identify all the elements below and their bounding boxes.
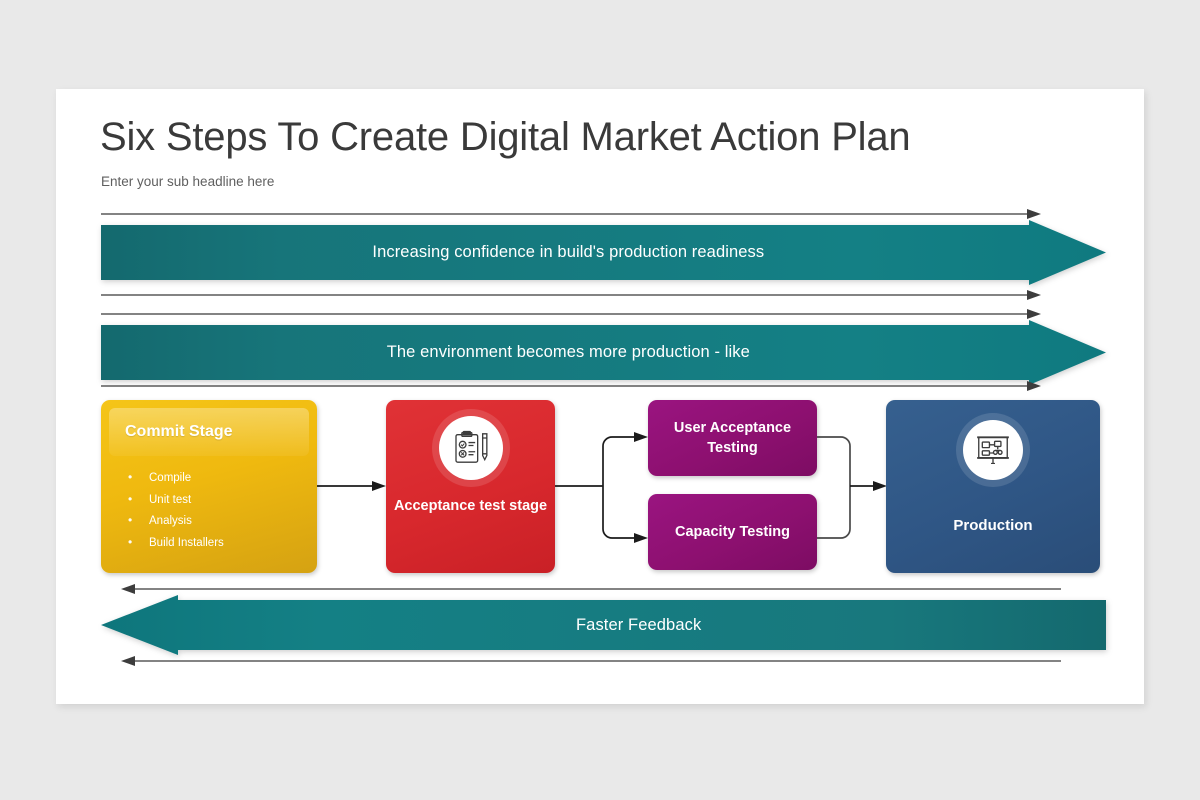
stage-card-capacity-testing[interactable]: Capacity Testing bbox=[648, 494, 817, 570]
stage-card-commit[interactable]: Commit Stage Compile Unit test Analysis … bbox=[101, 400, 317, 573]
presentation-board-flowchart-icon bbox=[963, 420, 1023, 480]
band-label: Faster Feedback bbox=[576, 615, 702, 634]
thin-arrow-mid-2 bbox=[101, 308, 1041, 320]
list-item: Compile bbox=[123, 467, 224, 490]
list-item: Unit test bbox=[123, 489, 224, 512]
band-environment-production-like: The environment becomes more production … bbox=[101, 320, 1106, 385]
page-title: Six Steps To Create Digital Market Actio… bbox=[100, 115, 911, 159]
commit-bullet-list: Compile Unit test Analysis Build Install… bbox=[123, 467, 224, 555]
band-label: The environment becomes more production … bbox=[386, 343, 750, 361]
acceptance-label: Acceptance test stage bbox=[393, 498, 548, 514]
band-increasing-confidence: Increasing confidence in build's product… bbox=[101, 220, 1106, 285]
connector-commit-to-acceptance bbox=[317, 480, 387, 492]
connector-testing-merge-to-production bbox=[817, 419, 889, 554]
band-faster-feedback: Faster Feedback bbox=[101, 595, 1106, 655]
commit-title: Commit Stage bbox=[125, 423, 233, 440]
list-item: Analysis bbox=[123, 510, 224, 533]
stage-card-user-acceptance-testing[interactable]: User Acceptance Testing bbox=[648, 400, 817, 476]
page-subtitle: Enter your sub headline here bbox=[101, 174, 275, 189]
capacity-label: Capacity Testing bbox=[675, 524, 790, 540]
commit-header: Commit Stage bbox=[109, 408, 309, 456]
stage-card-acceptance-test[interactable]: Acceptance test stage bbox=[386, 400, 555, 573]
production-label: Production bbox=[953, 517, 1033, 534]
thin-arrow-mid-1 bbox=[101, 289, 1041, 301]
thin-arrow-feedback-bottom bbox=[121, 655, 1061, 667]
uat-label: User Acceptance Testing bbox=[673, 420, 792, 456]
thin-arrow-top-1 bbox=[101, 208, 1041, 220]
band-label: Increasing confidence in build's product… bbox=[372, 243, 765, 261]
thin-arrow-feedback-top bbox=[121, 583, 1061, 595]
clipboard-checklist-pencil-icon bbox=[438, 416, 503, 480]
connector-acceptance-branch bbox=[555, 419, 650, 554]
list-item: Build Installers bbox=[123, 532, 224, 555]
stage-card-production[interactable]: Production bbox=[886, 400, 1100, 573]
slide-canvas: Six Steps To Create Digital Market Actio… bbox=[56, 89, 1144, 704]
